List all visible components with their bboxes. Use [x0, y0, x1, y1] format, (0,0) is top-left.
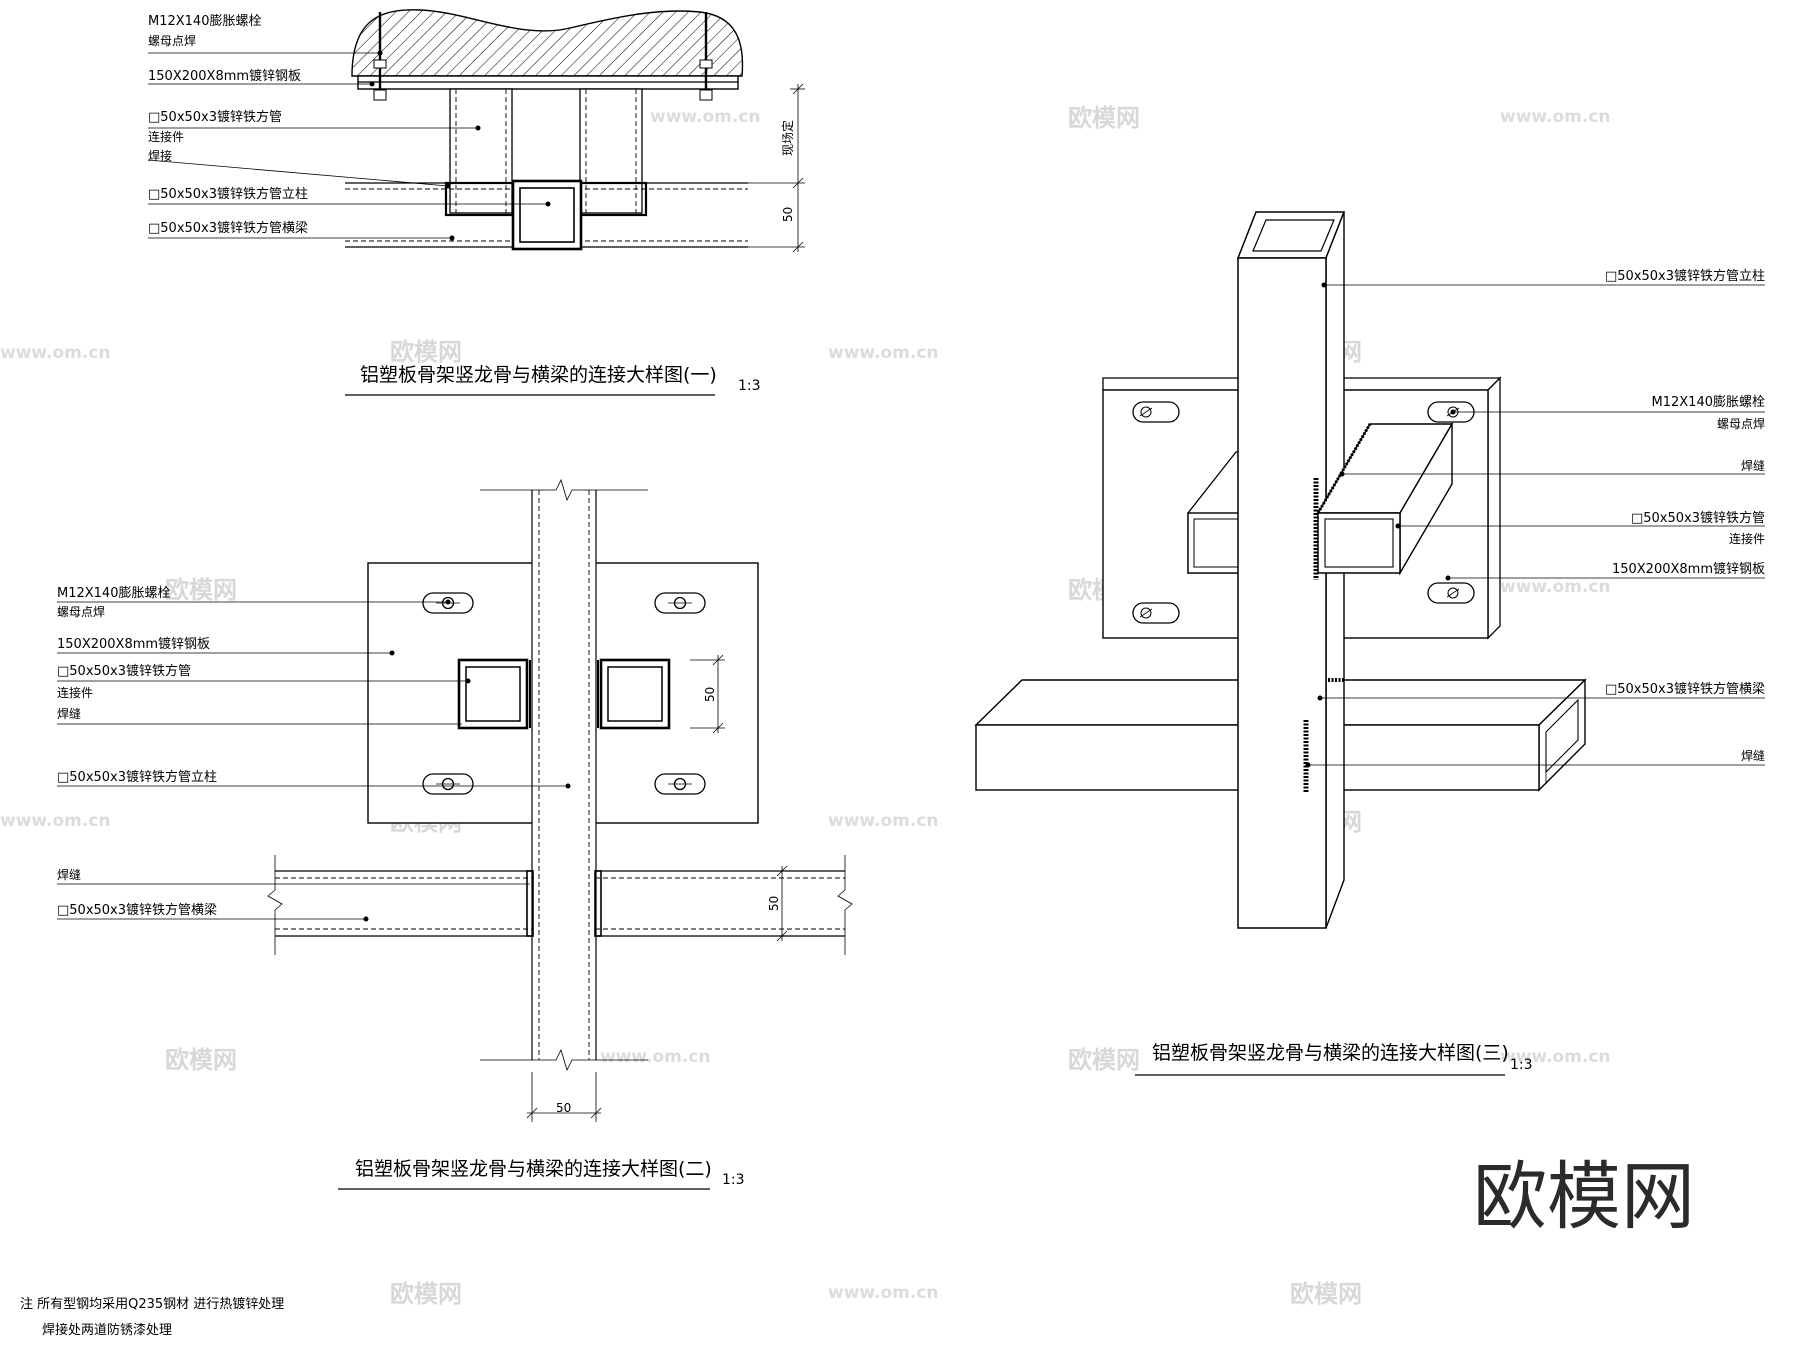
detail-1-scale: 1:3: [738, 378, 761, 394]
bolt-slot: [654, 773, 706, 795]
watermark-url: www.om.cn: [1500, 107, 1611, 127]
label-tube: □50x50x3镀锌铁方管: [1631, 510, 1765, 526]
watermark-brand: 欧模网: [1068, 104, 1140, 132]
label-weld-seam-2: 焊缝: [1741, 748, 1765, 763]
detail-3-title: 铝塑板骨架竖龙骨与横梁的连接大样图(三): [1152, 1042, 1509, 1064]
note-line-2: 焊接处两道防锈漆处理: [42, 1322, 172, 1338]
leaders-3: [1305, 282, 1765, 768]
dim-label: 50: [767, 896, 781, 911]
watermark-url: www.om.cn: [828, 811, 939, 831]
watermark-url: www.om.cn: [1500, 1047, 1611, 1067]
watermark-brand: 欧模网: [1068, 1046, 1140, 1074]
leaders-1: [147, 50, 551, 241]
dim-label: 50: [703, 687, 717, 702]
post-iso: [1236, 211, 1346, 929]
label-post: □50x50x3镀锌铁方管立柱: [57, 769, 217, 785]
watermark-url: www.om.cn: [650, 107, 761, 127]
connector-tube-left-iso: [1187, 451, 1246, 574]
general-notes: 注 所有型钢均采用Q235钢材 进行热镀锌处理 焊接处两道防锈漆处理: [20, 1296, 284, 1338]
bolt-left: [373, 12, 387, 101]
bolt-right: [699, 12, 713, 101]
watermark-url: www.om.cn: [0, 343, 111, 363]
label-beam: □50x50x3镀锌铁方管横梁: [148, 220, 308, 236]
post-elevation: [480, 478, 648, 1072]
leaders-2: [57, 599, 571, 922]
watermark-brand: 欧模网: [390, 338, 462, 366]
label-beam: □50x50x3镀锌铁方管横梁: [1605, 681, 1765, 697]
label-bolt-note: 螺母点焊: [57, 604, 105, 619]
bolt-slot: [1132, 602, 1180, 624]
label-tube: □50x50x3镀锌铁方管: [57, 663, 191, 679]
label-bolt-note: 螺母点焊: [148, 33, 196, 48]
detail-2-scale: 1:3: [722, 1172, 745, 1188]
label-weld: 焊接: [148, 148, 172, 163]
watermark-brand: 欧模网: [390, 1280, 462, 1308]
connector-tube-right: [579, 88, 643, 214]
dim-label: 50: [781, 207, 795, 222]
dimension-post: 50: [526, 1072, 602, 1122]
label-plate: 150X200X8mm镀锌钢板: [1612, 561, 1765, 577]
detail-2-title: 铝塑板骨架竖龙骨与横梁的连接大样图(二): [355, 1158, 712, 1180]
wall-section: [351, 9, 744, 77]
label-plate: 150X200X8mm镀锌钢板: [57, 636, 210, 652]
watermark-url: www.om.cn: [0, 811, 111, 831]
note-line-1: 注 所有型钢均采用Q235钢材 进行热镀锌处理: [20, 1296, 284, 1312]
connector-tube-left: [457, 658, 531, 730]
label-bolt: M12X140膨胀螺栓: [148, 14, 261, 29]
watermark-url: www.om.cn: [600, 1047, 711, 1067]
connector-tube-left: [449, 88, 513, 214]
dimension-tube: 50: [690, 654, 725, 734]
label-plate: 150X200X8mm镀锌钢板: [148, 68, 301, 84]
label-connector: 连接件: [1729, 531, 1765, 546]
detail-3: □50x50x3镀锌铁方管立柱 M12X140膨胀螺栓 螺母点焊 焊缝 □50x…: [974, 211, 1765, 1076]
watermark-url: www.om.cn: [828, 1283, 939, 1303]
bolt-slot: [654, 592, 706, 614]
label-connector: 连接件: [57, 685, 93, 700]
dim-note: 现场定: [780, 120, 795, 156]
watermark-url: www.om.cn: [828, 343, 939, 363]
label-beam: □50x50x3镀锌铁方管横梁: [57, 902, 217, 918]
label-weld-seam: 焊缝: [57, 706, 81, 721]
watermark-brand: 欧模网: [165, 1046, 237, 1074]
label-bolt: M12X140膨胀螺栓: [57, 586, 170, 601]
bolt-slot: [1132, 401, 1180, 423]
label-bolt: M12X140膨胀螺栓: [1652, 395, 1765, 410]
watermark-url: www.om.cn: [1500, 577, 1611, 597]
watermark-brand: 欧模网: [165, 576, 237, 604]
brand-watermark: 欧模网: [1473, 1154, 1695, 1240]
dimension-beam: 50: [767, 865, 788, 942]
bolt-slot: [1427, 582, 1475, 604]
connector-tube-right-iso: [1313, 421, 1454, 580]
label-tube: □50x50x3镀锌铁方管: [148, 109, 282, 125]
label-bolt-note: 螺母点焊: [1717, 416, 1765, 431]
label-post: □50x50x3镀锌铁方管立柱: [148, 186, 308, 202]
label-post: □50x50x3镀锌铁方管立柱: [1605, 268, 1765, 284]
detail-1: 50 现场定 M12X140膨胀螺栓 螺母点焊 150X200X8mm镀锌钢板 …: [147, 9, 805, 396]
label-weld-seam-2: 焊缝: [57, 867, 81, 882]
bolt-slot: [422, 773, 474, 795]
detail-2: 50 50 50 M12X140膨胀螺栓: [57, 478, 853, 1190]
dim-label: 50: [556, 1101, 571, 1115]
watermark-brand: 欧模网: [1290, 1280, 1362, 1308]
detail-3-scale: 1:3: [1510, 1057, 1533, 1073]
label-connector: 连接件: [148, 129, 184, 144]
connector-tube-right: [597, 658, 671, 730]
label-weld-seam: 焊缝: [1741, 458, 1765, 473]
dimension-1: 50 现场定: [748, 83, 805, 253]
detail-1-title: 铝塑板骨架竖龙骨与横梁的连接大样图(一): [360, 364, 717, 386]
